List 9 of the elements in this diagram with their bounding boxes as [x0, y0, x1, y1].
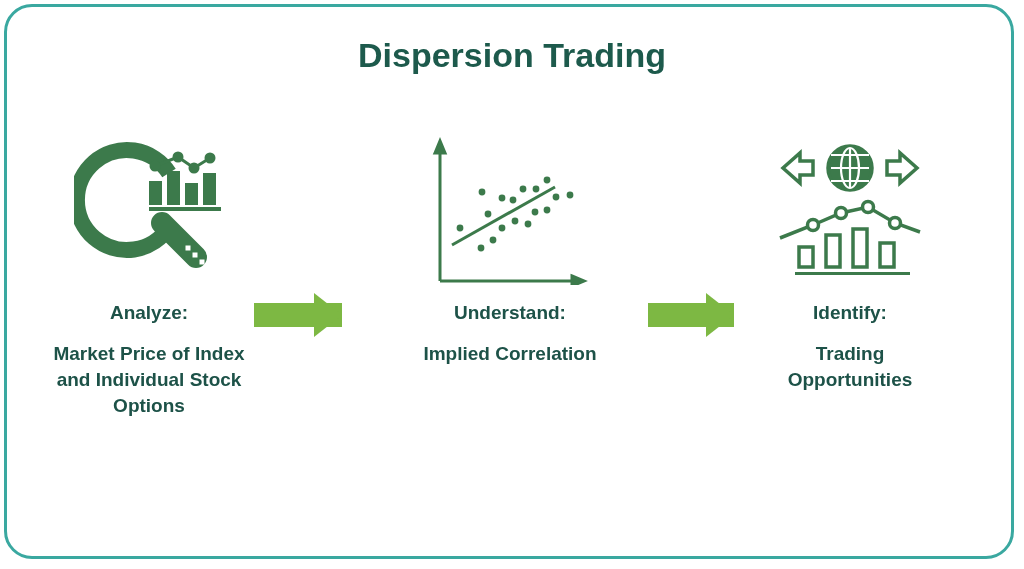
title: Dispersion Trading: [357, 36, 667, 75]
step-description: Trading Opportunities: [786, 342, 914, 392]
step-heading: Understand:: [453, 301, 567, 325]
step-heading: Analyze:: [108, 301, 190, 325]
block-arrow: [648, 293, 734, 337]
step-heading: Identify:: [812, 301, 888, 325]
block-arrow: [254, 293, 342, 337]
step-description: Market Price of Index and Individual Stock Options: [52, 342, 246, 418]
step-description: Implied Correlation: [422, 342, 598, 366]
